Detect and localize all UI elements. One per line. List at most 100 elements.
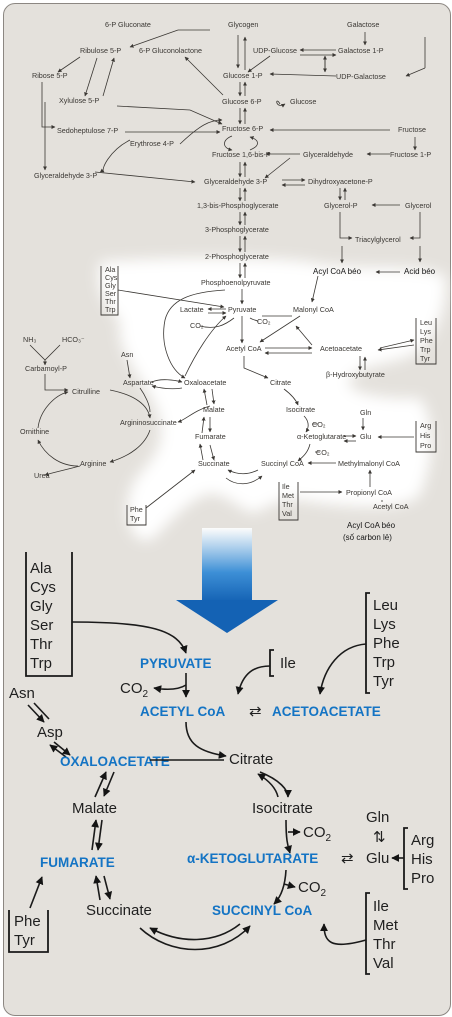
node-oxaloacetate: Oxaloacetate (184, 378, 226, 387)
zoom-equilibrium: ⇄ (249, 703, 262, 720)
node-acetoacetate: Acetoacetate (320, 344, 362, 353)
node-carbamoyl-p: Carbamoyl-P (25, 364, 67, 373)
arrow-isocitrate-citrate (257, 773, 279, 798)
node-nh3: NH₃ (23, 335, 36, 344)
node-glyceraldehyde-3p-left: Glyceraldehyde 3-P (34, 171, 97, 180)
arrow-asn-asp (27, 704, 45, 723)
aa-lys: Lys (373, 616, 396, 633)
aa-phe: Phe (373, 635, 400, 652)
aa-thr: Thr (373, 936, 396, 953)
aa-cys: Cys (30, 579, 56, 596)
node-galactose: Galactose (347, 20, 379, 29)
node-isocitrate: Isocitrate (286, 405, 315, 414)
node-fructose-16-bisp: Fructose 1,6-bis-P (212, 150, 271, 159)
aa-label: Lys (420, 327, 431, 336)
node-glycerol-p: Glycerol-P (324, 201, 358, 210)
small-aa-group-succinyl: Ile Met Thr Val (278, 482, 299, 521)
aa-tyr: Tyr (14, 932, 35, 949)
node-glu: Glu (360, 432, 371, 441)
aa-tyr: Tyr (373, 673, 394, 690)
node-propionyl-coa: Propionyl CoA (346, 488, 392, 497)
arrow-fum-succ (103, 875, 113, 900)
aa-ile: Ile (280, 655, 296, 672)
node-ornithine: Ornithine (20, 427, 49, 436)
arrow-isocitrate-akg (284, 819, 292, 854)
node-fructose-1p: Fructose 1-P (390, 150, 431, 159)
aa-label: Phe (130, 505, 143, 514)
zoom-succinate: Succinate (86, 902, 152, 919)
arrow-akg-succinyl (273, 869, 287, 905)
node-citrate: Citrate (270, 378, 291, 387)
node-fructose-6p: Fructose 6-P (222, 124, 263, 133)
aa-met: Met (373, 917, 399, 934)
node-malate: Malate (203, 405, 225, 414)
aa-ile: Ile (373, 898, 389, 915)
node-udp-galactose: UDP-Galactose (336, 72, 386, 81)
node-phosphoenolpyruvate: Phosphoenolpyruvate (201, 278, 271, 287)
co2-label-d: CO₂ (316, 448, 330, 457)
aa-phe: Phe (14, 913, 41, 930)
arrow (235, 665, 271, 695)
aa-label: Met (282, 491, 294, 500)
node-succinate: Succinate (198, 459, 230, 468)
node-lactate: Lactate (180, 305, 204, 314)
node-2-phosphoglycerate: 2-Phosphoglycerate (205, 252, 269, 261)
node-ribose-5p: Ribose 5-P (32, 71, 68, 80)
aa-group-fumarate: Phe Tyr (8, 876, 49, 953)
arrow-oaa-asp (49, 744, 67, 758)
aa-label: Leu (420, 318, 432, 327)
aa-pro: Pro (411, 870, 434, 887)
node-glyceraldehyde: Glyceraldehyde (303, 150, 353, 159)
annotation-so-carbon-le: (số carbon lẻ) (343, 533, 392, 542)
arrow-acetyl-citrate (185, 721, 227, 759)
arrow (71, 621, 188, 654)
zoom-arrow (176, 528, 278, 633)
node-succinyl-coa: Succinyl CoA (261, 459, 304, 468)
arrow-citrate-isocitrate (259, 771, 292, 798)
aa-group-pyruvate: Ala Cys Gly Ser Thr Trp (25, 552, 188, 677)
node-arginine: Arginine (80, 459, 106, 468)
zoom-co2-2: CO2 (303, 824, 332, 844)
aa-label: Phe (420, 336, 433, 345)
node-13-bisphosphoglycerate: 1,3-bis-Phosphoglycerate (197, 201, 279, 210)
small-aa-group-glutamate: Arg His Pro (415, 421, 437, 453)
node-glucose-1p: Glucose 1-P (223, 71, 263, 80)
bracket (365, 892, 370, 975)
node-xylulose-5p: Xylulose 5-P (59, 96, 100, 105)
annotation-acyl-coa-beo-2: Acyl CoA béo (347, 521, 396, 530)
arrow-malate-fum (94, 819, 103, 851)
annotation-acyl-coa-beo: Acyl CoA béo (313, 267, 362, 276)
zoom-asp: Asp (37, 724, 63, 741)
node-ribulose-5p: Ribulose 5-P (80, 46, 121, 55)
zoom-acetyl-coa: ACETYL CoA (140, 704, 226, 719)
arrow (317, 643, 367, 695)
zoom-isocitrate: Isocitrate (252, 800, 313, 817)
zoom-asn: Asn (9, 685, 35, 702)
node-gln: Gln (360, 408, 371, 417)
zoom-co2-1: CO2 (120, 680, 149, 700)
node-triacylglycerol: Triacylglycerol (355, 235, 401, 244)
aa-trp: Trp (30, 655, 52, 672)
aa-label: Arg (420, 421, 431, 430)
aa-label: Ser (105, 289, 117, 298)
node-udp-glucose: UDP-Glucose (253, 46, 297, 55)
zoom-co2-3: CO2 (298, 879, 327, 899)
aa-label: Ile (282, 482, 290, 491)
arrow-asp-oaa (53, 741, 71, 756)
zoom-pyruvate: PYRUVATE (140, 656, 212, 671)
node-asn: Asn (121, 350, 133, 359)
node-dihydroxyacetone-p: Dihydroxyacetone-P (308, 177, 373, 186)
zoom-gln: Gln (366, 809, 389, 826)
node-glucose: Glucose (290, 97, 316, 106)
aa-group-ile: Ile (235, 649, 296, 695)
aa-label: Trp (420, 345, 431, 354)
node-glyceraldehyde-3p: Glyceraldehyde 3-P (204, 177, 267, 186)
arrow-fum-malate (91, 819, 100, 851)
top-arrows (29, 29, 426, 509)
node-acetyl-coa-small: Acetyl CoA (373, 502, 409, 511)
aa-ala: Ala (30, 560, 52, 577)
aa-val: Val (373, 955, 394, 972)
aa-label: Thr (105, 297, 116, 306)
